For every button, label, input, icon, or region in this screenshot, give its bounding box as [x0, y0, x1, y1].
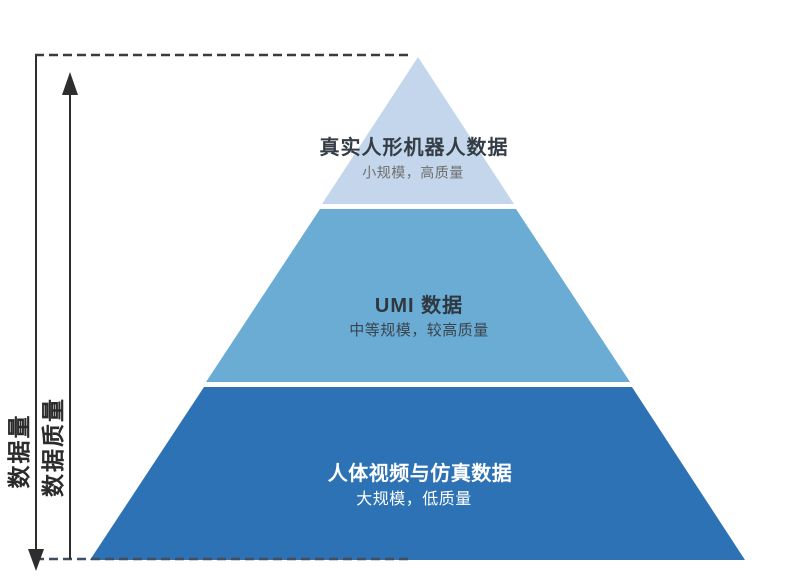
arrow-down-icon [28, 549, 44, 571]
axis-label-data-quantity: 数据量 [6, 413, 32, 489]
pyramid-tier-middle-shape [206, 209, 630, 382]
tier-middle-subtitle: 中等规模，较高质量 [349, 321, 489, 339]
tier-top-title: 真实人形机器人数据 [319, 137, 509, 159]
pyramid-tier-top-shape [322, 57, 514, 204]
axis-label-data-quality: 数据质量 [40, 397, 66, 497]
tier-middle-title: UMI 数据 [374, 295, 464, 317]
pyramid-tier-bottom-shape [90, 387, 745, 560]
tier-bottom-title: 人体视频与仿真数据 [327, 463, 513, 485]
tier-top-subtitle: 小规模，高质量 [362, 164, 464, 181]
arrow-up-icon [62, 72, 78, 95]
tier-bottom-subtitle: 大规模，低质量 [356, 491, 472, 509]
